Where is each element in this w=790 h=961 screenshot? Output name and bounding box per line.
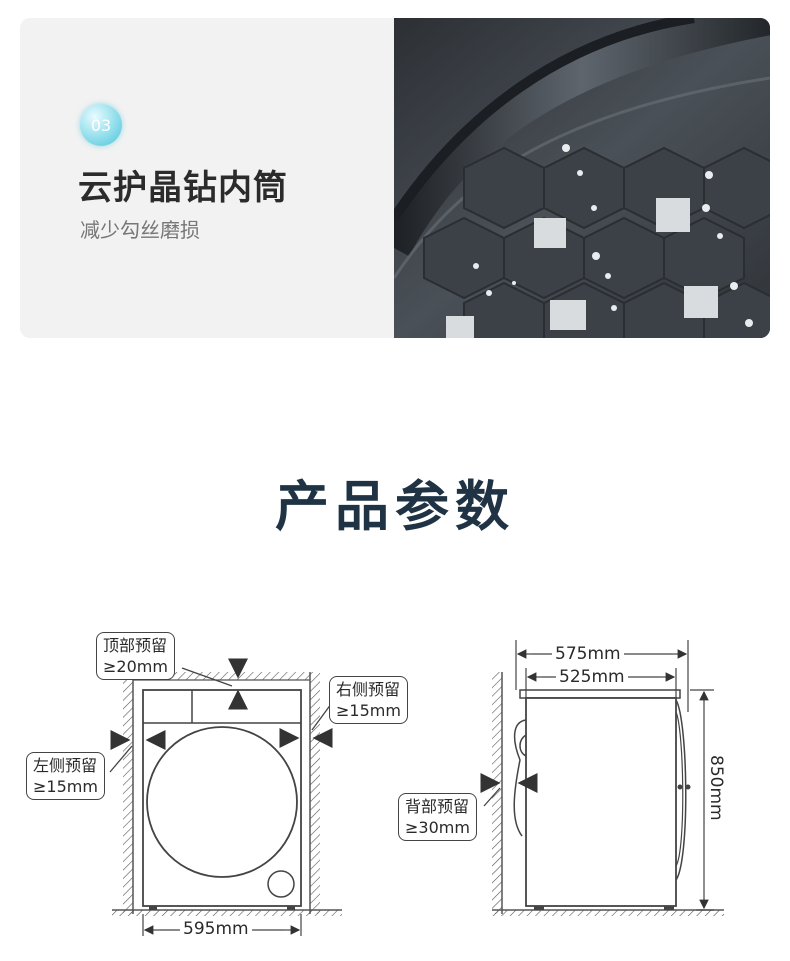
right-clearance-label: 右侧预留 [336, 680, 401, 699]
back-clearance-value: ≥30mm [405, 818, 470, 837]
height-dimension: 850mm [706, 752, 726, 824]
front-view [109, 658, 342, 936]
top-clearance-callout: 顶部预留 ≥20mm [96, 632, 175, 680]
feature-text-panel: 03 云护晶钻内筒 减少勾丝磨损 [20, 18, 394, 338]
top-clearance-value: ≥20mm [103, 657, 168, 676]
top-clearance-label: 顶部预留 [103, 636, 168, 655]
back-clearance-label: 背部预留 [405, 797, 470, 816]
right-clearance-callout: 右侧预留 ≥15mm [329, 676, 408, 724]
width-dimension: 595mm [180, 920, 252, 938]
back-clearance-callout: 背部预留 ≥30mm [398, 793, 477, 841]
feature-card: 03 云护晶钻内筒 减少勾丝磨损 [20, 18, 770, 338]
installation-diagram [109, 640, 724, 936]
feature-title: 云护晶钻内筒 [78, 168, 288, 208]
drum-texture-graphic [394, 18, 770, 338]
left-clearance-callout: 左侧预留 ≥15mm [26, 752, 105, 800]
side-view [480, 640, 724, 916]
left-clearance-label: 左侧预留 [33, 756, 98, 775]
left-clearance-value: ≥15mm [33, 777, 98, 796]
right-clearance-value: ≥15mm [336, 701, 401, 720]
section-title: 产品参数 [275, 475, 515, 538]
feature-subtitle: 减少勾丝磨损 [80, 218, 200, 242]
drum-texture-image [394, 18, 770, 338]
body-depth-dimension: 525mm [556, 668, 628, 686]
total-depth-dimension: 575mm [552, 645, 624, 663]
feature-number-badge: 03 [80, 104, 122, 146]
